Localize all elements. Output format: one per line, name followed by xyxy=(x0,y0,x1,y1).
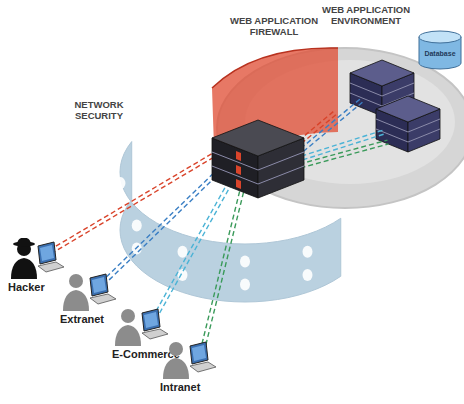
traffic-line xyxy=(49,148,221,250)
traffic-line xyxy=(204,182,246,352)
user-station: Intranet xyxy=(160,338,230,396)
web-server xyxy=(212,120,304,198)
user-station: Hacker xyxy=(8,238,78,296)
user-icon xyxy=(8,238,68,280)
traffic-lines xyxy=(49,98,389,352)
traffic-line xyxy=(299,140,387,164)
traffic-line xyxy=(303,102,363,152)
traffic-line xyxy=(101,161,227,283)
database-cylinder: Database xyxy=(418,30,462,70)
traffic-line xyxy=(103,163,229,285)
database-label: Database xyxy=(424,50,455,57)
traffic-line xyxy=(301,144,389,168)
traffic-line xyxy=(200,182,242,352)
section-heading: WEB APPLICATION ENVIRONMENT xyxy=(318,5,414,27)
section-heading: WEB APPLICATION FIREWALL xyxy=(226,16,322,38)
section-heading: NETWORK SECURITY xyxy=(66,100,132,122)
user-label: Intranet xyxy=(160,381,200,393)
firewall-wall-edge xyxy=(212,48,338,88)
wall-holes xyxy=(115,177,312,290)
user-station: Extranet xyxy=(60,270,130,328)
app-server-stack xyxy=(376,96,440,152)
user-icon xyxy=(112,305,172,347)
user-icon xyxy=(60,270,120,312)
user-icon xyxy=(160,338,220,380)
traffic-line xyxy=(301,98,361,148)
traffic-line xyxy=(152,171,234,318)
user-label: Extranet xyxy=(60,313,104,325)
user-label: Hacker xyxy=(8,281,45,293)
